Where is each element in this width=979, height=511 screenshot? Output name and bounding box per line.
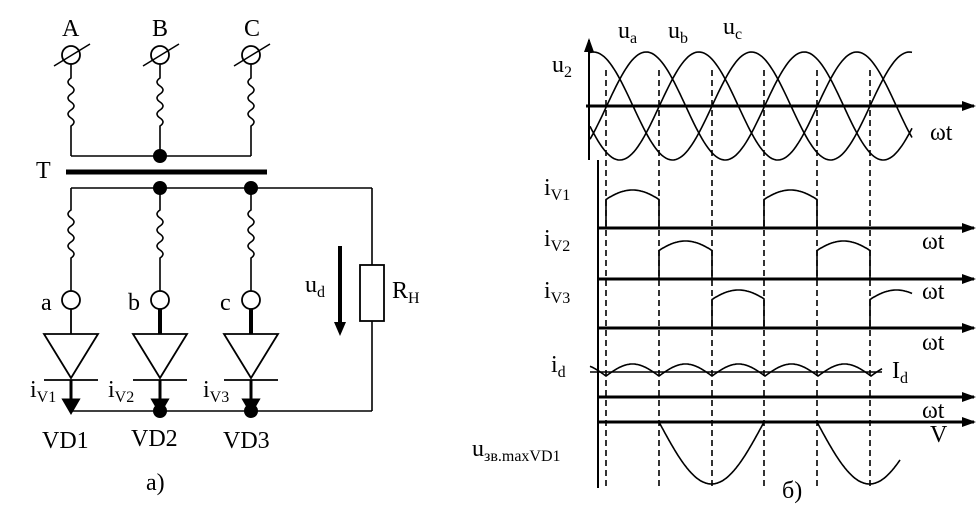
pulse-iv1 xyxy=(605,189,660,228)
secondary-terminal-a xyxy=(61,290,81,310)
phase-label-b: B xyxy=(152,16,168,42)
primary-terminal-a xyxy=(53,43,91,67)
row-label-iv3: iV3 xyxy=(544,278,570,307)
axis-label-wt-id: ωt xyxy=(922,398,945,424)
current-label-v2: iV2 xyxy=(108,377,134,406)
sine-ua xyxy=(589,51,913,161)
phase-label-a: A xyxy=(62,16,80,42)
pulse-iv2 xyxy=(658,240,713,279)
sine-uc xyxy=(589,51,913,161)
diode-vd2 xyxy=(131,309,189,381)
id-level-label: Id xyxy=(892,358,908,387)
output-node-b xyxy=(153,404,167,418)
secondary-winding-b xyxy=(156,188,164,291)
primary-terminal-b xyxy=(142,43,180,67)
caption-a: а) xyxy=(146,470,165,496)
diode-vd3 xyxy=(222,309,280,381)
row-label-id: id xyxy=(551,352,566,381)
secondary-winding-c xyxy=(247,188,255,291)
secondary-label-c: c xyxy=(220,290,231,316)
pulse-iv2 xyxy=(816,240,871,279)
current-label-v1: iV1 xyxy=(30,377,56,406)
phase-label-ua: ua xyxy=(618,18,637,47)
secondary-label-a: a xyxy=(41,290,52,316)
diode-label-vd3: VD3 xyxy=(223,428,270,454)
v-label: V xyxy=(930,422,948,448)
u2-label: u2 xyxy=(552,52,572,81)
secondary-terminal-b xyxy=(150,290,170,310)
diode-label-vd1: VD1 xyxy=(42,428,89,454)
load-label: RН xyxy=(392,278,420,307)
transformer-label: T xyxy=(36,158,51,184)
sine-ub xyxy=(589,51,913,161)
load-resistor xyxy=(359,264,385,322)
pulse-iv3 xyxy=(869,289,913,328)
primary-winding-a xyxy=(67,64,75,156)
axis-label-wt-iv2: ωt xyxy=(922,279,945,305)
circuit-schematic: A B C T xyxy=(30,16,420,496)
primary-winding-b xyxy=(156,64,164,156)
axis-label-wt-iv1: ωt xyxy=(922,229,945,255)
current-label-v3: iV3 xyxy=(203,377,229,406)
primary-star-node xyxy=(153,149,167,163)
output-node-c xyxy=(244,404,258,418)
axis-label-wt-iv3: ωt xyxy=(922,330,945,356)
ripple-id xyxy=(589,363,883,377)
reverse-voltage-vd1 xyxy=(598,421,901,485)
axis-label-wt-u2: ωt xyxy=(930,120,953,146)
diode-label-vd2: VD2 xyxy=(131,426,178,452)
secondary-winding-a xyxy=(67,188,75,291)
row-label-ureverse: uзв.maxVD1 xyxy=(472,436,561,465)
primary-terminal-c xyxy=(233,43,271,67)
pulse-iv3 xyxy=(711,289,765,328)
row-label-iv1: iV1 xyxy=(544,175,570,204)
primary-winding-c xyxy=(247,64,255,156)
diode-vd1 xyxy=(42,309,100,381)
voltage-label: ud xyxy=(305,272,325,301)
row-label-iv2: iV2 xyxy=(544,226,570,255)
secondary-label-b: b xyxy=(128,290,140,316)
pulse-iv1 xyxy=(763,189,818,228)
phase-label-c: C xyxy=(244,16,260,42)
phase-label-ub: ub xyxy=(668,18,688,47)
phase-label-uc: uc xyxy=(723,14,742,43)
secondary-terminal-c xyxy=(241,290,261,310)
caption-b: б) xyxy=(782,478,802,504)
waveform-diagram: u2 ua ub uc iV1 iV2 iV3 id uзв.maxVD1 ωt… xyxy=(472,14,976,504)
